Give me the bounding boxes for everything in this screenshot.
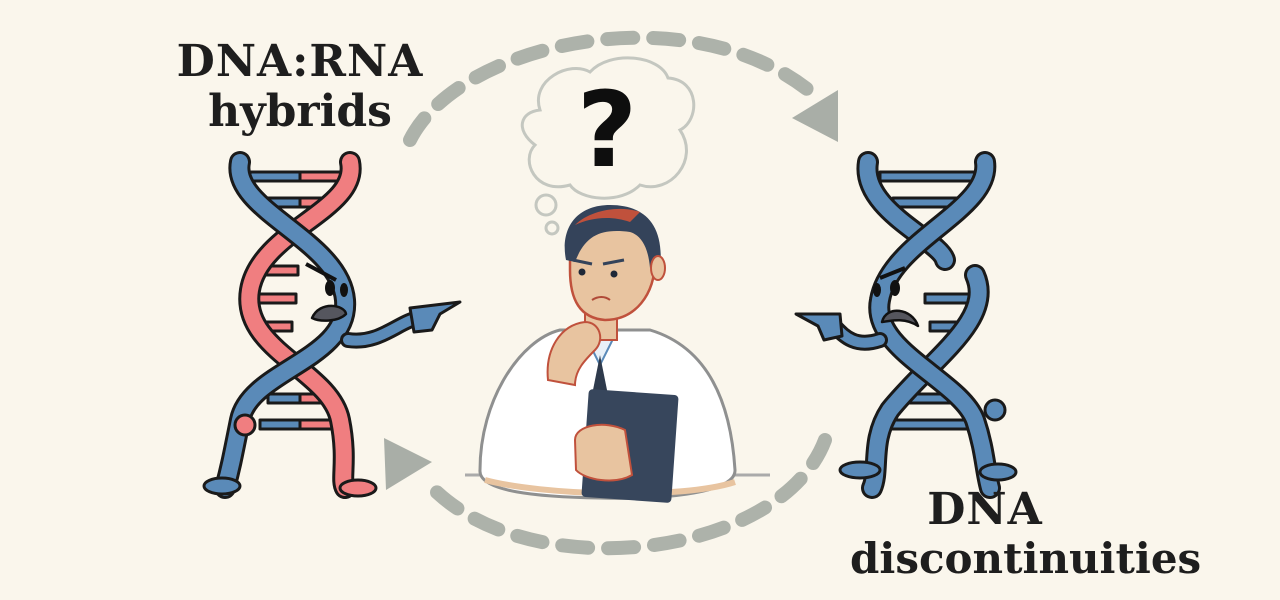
dna-rna-hybrid-character (202, 151, 462, 499)
label-dna-discontinuities: DNA discontinuities (850, 484, 1202, 583)
thought-bubble (521, 56, 696, 236)
dna-discontinuity-character (794, 151, 1018, 499)
label-right-line1: DNA (927, 484, 1043, 535)
label-left-line2: hybrids (208, 86, 392, 137)
arrowhead-left-icon (384, 438, 432, 490)
label-right-line2: discontinuities (850, 534, 1202, 583)
bottom-cycle-arrow (384, 433, 832, 556)
label-dna-rna-hybrids: DNA:RNA hybrids (170, 40, 430, 134)
label-left-line1: DNA:RNA (176, 36, 424, 87)
scientist-figure (465, 205, 770, 503)
top-cycle-arrow (403, 30, 838, 147)
arrowhead-right-icon (792, 90, 838, 142)
question-mark-icon: ? (576, 69, 638, 191)
